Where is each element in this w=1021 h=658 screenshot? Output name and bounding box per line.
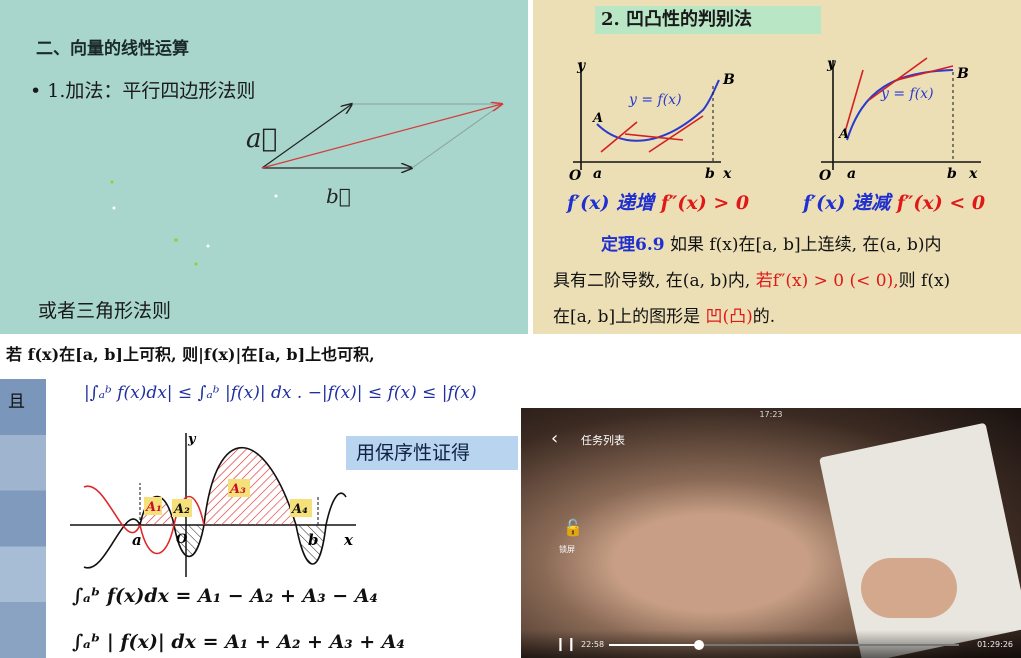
convexity-slide: 2. 凹凸性的判别法 A B O a b x y y = f(x) xyxy=(533,0,1021,334)
svg-text:x: x xyxy=(722,166,732,182)
svg-text:a: a xyxy=(132,531,142,549)
svg-text:A₂: A₂ xyxy=(172,502,190,517)
theorem-line-2: 具有二阶导数, 在(a, b)内, 若f″(x) > 0 (< 0),则 f(x… xyxy=(553,271,951,291)
concave-down-graph: A B O a b x y y = f(x) xyxy=(819,56,981,184)
parallelogram-diagram xyxy=(110,0,528,266)
svg-text:y: y xyxy=(826,56,836,72)
pause-icon[interactable]: ❙❙ xyxy=(555,637,577,652)
svg-text:O: O xyxy=(569,168,582,184)
integral-slide: 若 f(x)在[a, b]上可积, 则|f(x)|在[a, b]上也可积, 且 … xyxy=(0,339,521,658)
method-box: 用保序性证得 xyxy=(346,436,518,470)
svg-text:y = f(x): y = f(x) xyxy=(880,86,934,102)
slide-heading: 二、向量的线性运算 xyxy=(36,39,189,59)
back-arrow-icon[interactable]: ‹ xyxy=(551,428,559,449)
svg-text:b: b xyxy=(947,166,957,182)
integrability-statement: 若 f(x)在[a, b]上可积, 则|f(x)|在[a, b]上也可积, xyxy=(6,345,375,364)
bullet-text: • 1.加法：平行四边形法则 xyxy=(30,80,256,102)
condition-right: f′(x) 递减 f″(x) < 0 xyxy=(803,192,986,214)
lock-icon[interactable]: 🔓 xyxy=(563,518,583,537)
progress-fill xyxy=(609,644,699,646)
video-player[interactable]: 17:23 ‹ 任务列表 🔓 锁屏 ❙❙ 22:58 01:29:26 xyxy=(521,408,1021,658)
concave-up-graph: A B O a b x y y = f(x) xyxy=(569,58,735,184)
svg-text:A: A xyxy=(591,111,603,126)
signed-area-formula: ∫ₐᵇ f(x)dx = A₁ − A₂ + A₃ − A₄ xyxy=(72,585,378,607)
parallelogram-right xyxy=(411,103,503,169)
area-graph: y x a b O A₁ A₂ A₃ A₄ xyxy=(70,432,356,577)
vector-a-arrow xyxy=(261,104,352,169)
svg-text:O: O xyxy=(819,168,832,184)
svg-text:a: a xyxy=(593,166,602,182)
hand xyxy=(861,558,957,618)
side-decoration xyxy=(0,379,46,658)
svg-text:B: B xyxy=(722,72,735,88)
video-title: 任务列表 xyxy=(581,434,625,447)
current-time: 22:58 xyxy=(581,640,605,649)
lock-label: 锁屏 xyxy=(559,545,575,554)
theorem-line-1: 定理6.9 如果 f(x)在[a, b]上连续, 在(a, b)内 xyxy=(601,235,942,255)
svg-text:A₄: A₄ xyxy=(290,502,308,517)
convexity-graphs: A B O a b x y y = f(x) A B O a b x y y =… xyxy=(569,56,981,184)
svg-text:b: b xyxy=(308,531,319,549)
qie-label: 且 xyxy=(8,392,25,412)
slide-title: 2. 凹凸性的判别法 xyxy=(595,6,821,34)
status-clock: 17:23 xyxy=(759,410,783,419)
svg-text:b: b xyxy=(705,166,715,182)
svg-text:y: y xyxy=(187,432,197,447)
duration: 01:29:26 xyxy=(977,640,1013,649)
vector-b-label: b⃗ xyxy=(326,184,351,208)
absolute-area-formula: ∫ₐᵇ | f(x)| dx = A₁ + A₂ + A₃ + A₄ xyxy=(72,631,405,653)
svg-text:x: x xyxy=(343,531,354,549)
svg-text:A: A xyxy=(837,127,849,142)
condition-left: f′(x) 递增 f″(x) > 0 xyxy=(567,192,750,214)
control-bar: ❙❙ 22:58 01:29:26 xyxy=(521,630,1021,658)
svg-text:y = f(x): y = f(x) xyxy=(628,92,682,108)
svg-text:O: O xyxy=(176,532,188,547)
integral-inequality: |∫ₐᵇ f(x)dx| ≤ ∫ₐᵇ |f(x)| dx . −|f(x)| ≤… xyxy=(84,383,477,403)
svg-text:B: B xyxy=(956,66,969,82)
svg-text:x: x xyxy=(968,166,978,182)
theorem-line-3: 在[a, b]上的图形是 凹(凸)的. xyxy=(553,307,776,327)
svg-text:y: y xyxy=(576,58,586,74)
progress-knob[interactable] xyxy=(693,640,704,650)
svg-text:A₁: A₁ xyxy=(144,500,162,515)
vector-a-label: a⃗ xyxy=(246,124,278,154)
svg-text:a: a xyxy=(847,166,856,182)
progress-track[interactable] xyxy=(609,640,959,650)
vector-addition-slide: 二、向量的线性运算 • 1.加法：平行四边形法则 a⃗ b⃗ 或者三角形法则 xyxy=(0,0,528,334)
footer-text: 或者三角形法则 xyxy=(38,300,172,322)
sum-vector-arrow xyxy=(261,104,502,169)
svg-text:A₃: A₃ xyxy=(228,482,246,497)
